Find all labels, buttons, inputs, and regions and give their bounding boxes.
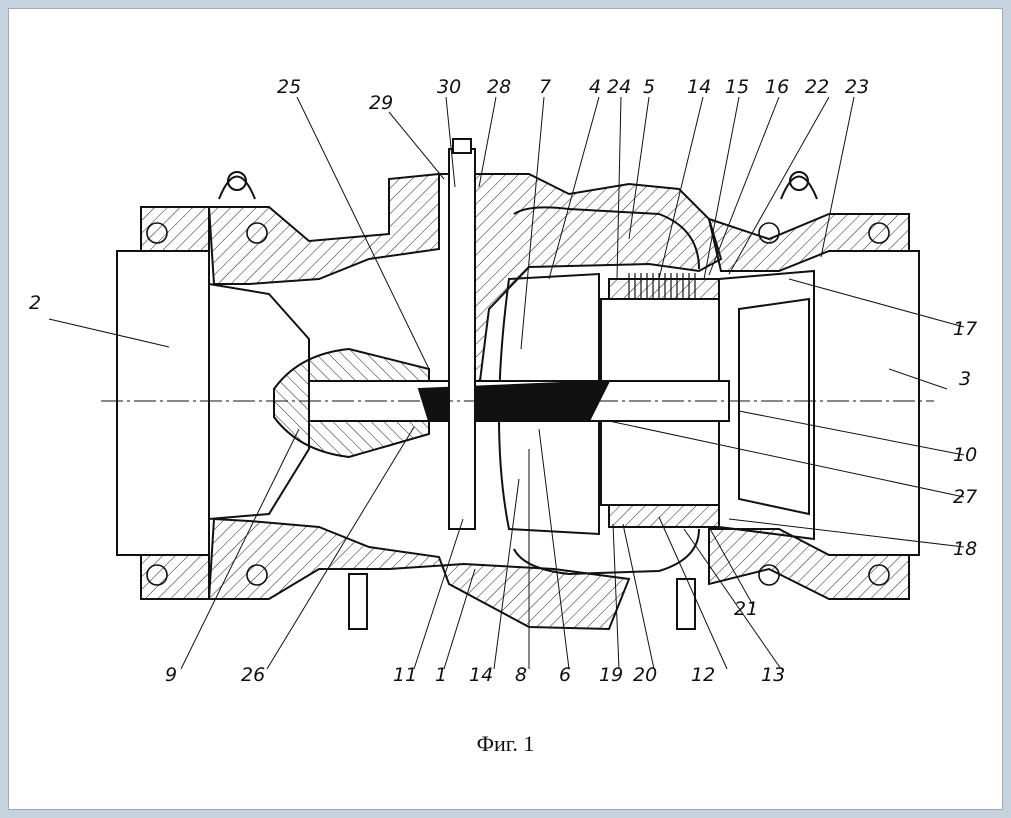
callout-27: 27: [953, 486, 977, 508]
callout-26: 26: [241, 664, 265, 686]
callout-10: 10: [953, 444, 977, 466]
callout-4: 4: [589, 76, 601, 98]
callout-24: 24: [607, 76, 631, 98]
callout-23: 23: [845, 76, 869, 98]
callout-14-bottom: 14: [469, 664, 493, 686]
callout-1: 1: [435, 664, 447, 686]
callout-2: 2: [29, 292, 41, 314]
callout-9: 9: [165, 664, 177, 686]
callout-11: 11: [393, 664, 417, 686]
callout-7: 7: [539, 76, 551, 98]
callout-15: 15: [725, 76, 749, 98]
callout-29: 29: [369, 92, 393, 114]
callout-18: 18: [953, 538, 977, 560]
figure-caption: Фиг. 1: [476, 731, 535, 756]
callout-8: 8: [515, 664, 527, 686]
callout-3: 3: [959, 368, 971, 390]
callout-21: 21: [734, 598, 758, 620]
callout-6: 6: [559, 664, 571, 686]
body-housing: [101, 138, 934, 631]
callout-22: 22: [805, 76, 829, 98]
callout-19: 19: [599, 664, 623, 686]
callout-20: 20: [633, 664, 657, 686]
valve-section-drawing: 2 3 25 29 30 28 7 4 24 5 14 15 16 22 23 …: [29, 76, 977, 686]
callout-30: 30: [437, 76, 461, 98]
callout-14-top: 14: [687, 76, 711, 98]
callout-25: 25: [277, 76, 301, 98]
callout-labels: 2 3 25 29 30 28 7 4 24 5 14 15 16 22 23 …: [29, 76, 977, 686]
callout-5: 5: [643, 76, 655, 98]
callout-17: 17: [953, 318, 977, 340]
callout-16: 16: [765, 76, 789, 98]
callout-13: 13: [761, 664, 785, 686]
callout-28: 28: [487, 76, 511, 98]
figure-frame: 2 3 25 29 30 28 7 4 24 5 14 15 16 22 23 …: [8, 8, 1003, 810]
callout-12: 12: [691, 664, 715, 686]
leader-lines: [48, 96, 965, 670]
